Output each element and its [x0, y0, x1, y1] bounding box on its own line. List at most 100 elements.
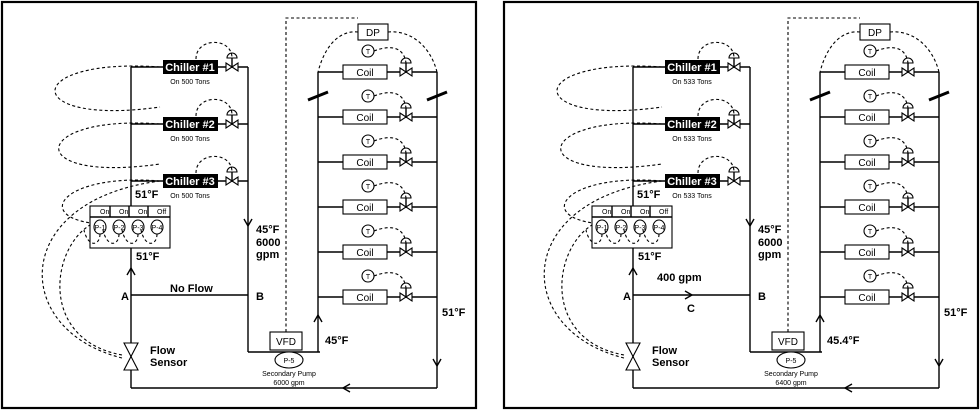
point-b: B	[758, 291, 766, 303]
pump-label: P-3	[635, 225, 646, 232]
thermostat-label: T	[868, 184, 873, 191]
flow-sensor-label: Sensor	[150, 357, 188, 369]
chiller-status: On 533 Tons	[672, 136, 712, 143]
thermostat-wire	[875, 92, 909, 109]
flow-sensor-label: Flow	[150, 345, 175, 357]
chiller-valve	[727, 166, 741, 187]
chiller-valve	[727, 109, 741, 130]
thermostat-wire	[875, 47, 909, 64]
chiller-pump-wire	[54, 65, 161, 112]
chiller-box	[163, 117, 218, 131]
chiller-name: Chiller #1	[165, 62, 215, 74]
temp-pump-header: 51°F	[638, 251, 662, 263]
pump-label: P-1	[95, 225, 106, 232]
secondary-arrow-up	[815, 313, 825, 323]
coil-valve	[901, 282, 915, 303]
chiller-pump-wire	[560, 122, 663, 169]
point-a: A	[121, 291, 129, 303]
thermostat-label: T	[366, 94, 371, 101]
chiller-status: On 500 Tons	[170, 136, 210, 143]
coil-label: Coil	[858, 113, 875, 124]
coil-unit-3: Coil T	[318, 134, 437, 170]
vfd-label: VFD	[778, 337, 798, 348]
chiller-box	[665, 60, 720, 74]
flow-arrow-up	[628, 266, 638, 276]
coil-label: Coil	[356, 203, 373, 214]
coil-label: Coil	[858, 248, 875, 259]
chiller-name: Chiller #1	[667, 62, 717, 74]
chiller-3: Chiller #3On 533 Tons	[563, 155, 741, 226]
coil-box	[342, 199, 388, 215]
chiller-control-wire	[195, 98, 233, 117]
chiller-name: Chiller #2	[165, 119, 215, 131]
pump-status: Off	[659, 209, 668, 216]
vfd-control-wire	[787, 17, 860, 332]
secondary-arrow-up	[313, 313, 323, 323]
chiller-valve	[225, 166, 239, 187]
pump-status: On	[100, 209, 109, 216]
return-temp: 51°F	[442, 307, 466, 319]
chiller-2: Chiller #2 On 533 Tons	[560, 98, 741, 169]
chiller-name: Chiller #2	[667, 119, 717, 131]
flow-arrow-down	[243, 218, 253, 228]
chiller-box	[163, 174, 218, 188]
flow-sensor-label: Flow	[652, 345, 677, 357]
bypass-flow-label: 400 gpm	[657, 272, 702, 284]
pump-status: On	[640, 209, 649, 216]
secondary-supply-temp: 45.4°F	[827, 335, 860, 347]
pump-label: P-4	[654, 225, 665, 232]
chiller-pump-wire	[556, 65, 663, 112]
return-arrow-down	[934, 358, 944, 368]
coil-unit-5: Coil T	[820, 224, 939, 260]
sensor-wire	[561, 224, 625, 356]
coil-label: Coil	[356, 158, 373, 169]
point-b: B	[256, 291, 264, 303]
vfd-box: VFD	[771, 331, 805, 351]
coil-valve	[901, 57, 915, 78]
coil-valve	[399, 282, 413, 303]
secondary-pump-flow: 6000 gpm	[273, 380, 304, 387]
coil-valve	[901, 102, 915, 123]
thermostat-wire	[373, 92, 407, 109]
chiller-control-wire	[697, 155, 735, 174]
coil-box	[844, 244, 890, 260]
chiller-control-wire	[697, 98, 735, 117]
temp-chiller-return: 51°F	[637, 189, 661, 201]
pump-status: On	[138, 209, 147, 216]
coil-box	[844, 154, 890, 170]
flow-arrow-down	[745, 218, 755, 228]
thermostat-wire	[875, 182, 909, 199]
supply-flow-unit: gpm	[758, 249, 781, 261]
pump-status: On	[621, 209, 630, 216]
temp-chiller-return: 51°F	[135, 189, 159, 201]
bypass-arrow	[684, 290, 694, 300]
secondary-pump-title: Secondary Pump	[764, 371, 818, 378]
return-temp: 51°F	[944, 307, 968, 319]
chiller-status: On 533 Tons	[672, 79, 712, 86]
thermostat-wire	[875, 272, 909, 289]
coil-box	[844, 289, 890, 305]
flow-sensor-label: Sensor	[652, 357, 690, 369]
coil-valve	[399, 237, 413, 258]
pump-label: P-4	[152, 225, 163, 232]
chiller-1: Chiller #1 On 533 Tons	[556, 41, 741, 112]
thermostat-label: T	[868, 229, 873, 236]
supply-flow-unit: gpm	[256, 249, 279, 261]
thermostat-label: T	[366, 139, 371, 146]
chiller-control-wire	[195, 41, 233, 60]
coil-box	[844, 109, 890, 125]
chiller-pump-wire	[563, 179, 663, 226]
sensor-wire	[59, 224, 123, 356]
thermostat-label: T	[868, 139, 873, 146]
chiller-control-wire	[195, 155, 233, 174]
